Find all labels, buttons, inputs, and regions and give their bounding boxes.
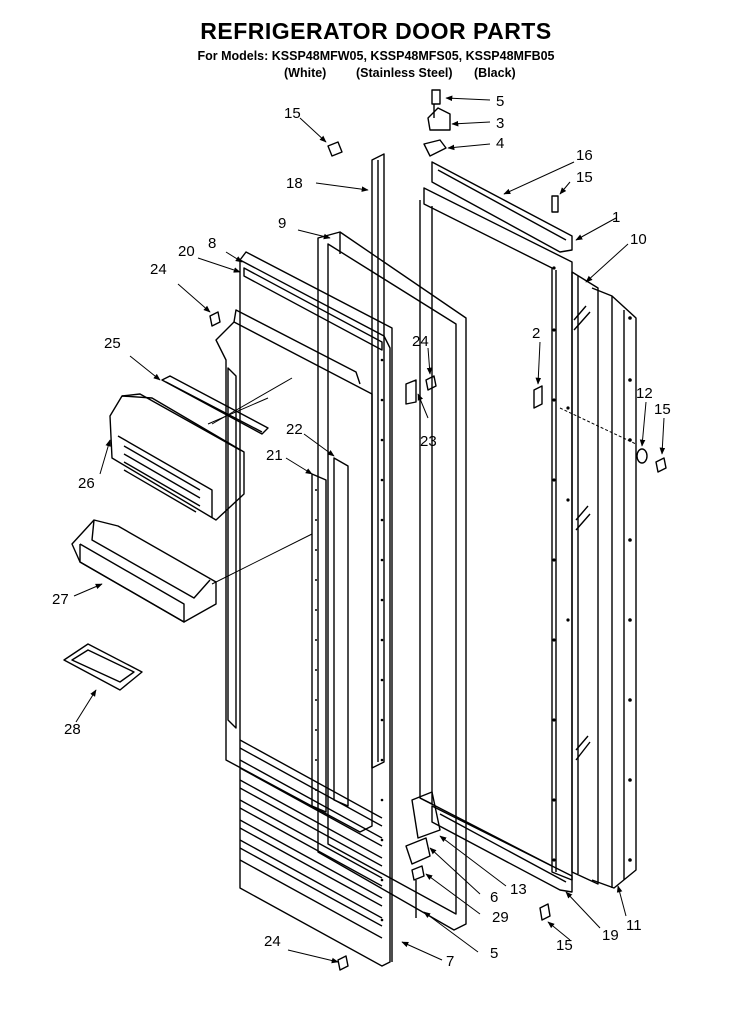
top-hinge-assembly (423, 89, 451, 157)
top-channel (431, 161, 573, 253)
shelf-strip (161, 375, 269, 435)
inner-door-liner (215, 251, 393, 967)
callout-24-bottom: 24 (264, 933, 281, 950)
screw-15-hinge (551, 195, 559, 213)
callout-labels: 1 2 3 4 5 5 6 7 8 9 10 11 12 13 15 15 15… (52, 93, 671, 970)
liner-frame (419, 187, 573, 881)
callout-1: 1 (612, 209, 620, 226)
callout-9: 9 (278, 215, 286, 232)
screw-24-top (209, 311, 221, 327)
washer (636, 448, 648, 464)
callout-24-mid: 24 (412, 333, 429, 350)
callout-5-top: 5 (496, 93, 504, 110)
page-title: REFRIGERATOR DOOR PARTS (200, 18, 552, 44)
callout-5-bottom: 5 (490, 945, 498, 962)
bottom-hinge-assembly (405, 791, 441, 918)
callout-3: 3 (496, 115, 504, 132)
callout-15-bottom: 15 (556, 937, 573, 954)
callout-12: 12 (636, 385, 653, 402)
callout-8: 8 (208, 235, 216, 252)
finish-white: (White) (284, 66, 327, 80)
door-gasket (317, 231, 467, 931)
callout-2: 2 (532, 325, 540, 342)
callout-23: 23 (420, 433, 437, 450)
callout-25: 25 (104, 335, 121, 352)
callout-18: 18 (286, 175, 303, 192)
egg-tray (63, 643, 143, 691)
shelf-bar-left (311, 473, 327, 813)
callout-15-top-right: 15 (576, 169, 593, 186)
finish-stainless: (Stainless Steel) (356, 66, 453, 80)
shelf-bar-right (333, 457, 349, 807)
callout-10: 10 (630, 231, 647, 248)
callout-29: 29 (492, 909, 509, 926)
glass-panel (571, 271, 599, 885)
leader-lines (73, 95, 666, 964)
callout-28: 28 (64, 721, 81, 738)
models-line: For Models: KSSP48MFW05, KSSP48MFS05, KS… (197, 49, 555, 63)
callout-7: 7 (446, 953, 454, 970)
screw-15-right (655, 457, 667, 473)
callout-16: 16 (576, 147, 593, 164)
callout-26: 26 (78, 475, 95, 492)
finish-black: (Black) (474, 66, 516, 80)
side-rail (371, 153, 385, 769)
callout-24-top: 24 (150, 261, 167, 278)
door-bin (71, 519, 217, 623)
callout-13: 13 (510, 881, 527, 898)
callout-21: 21 (266, 447, 283, 464)
screw-24-mid (425, 375, 437, 391)
callout-11: 11 (626, 917, 642, 934)
callout-15-top-left: 15 (284, 105, 301, 122)
callout-27: 27 (52, 591, 69, 608)
screw-15-bottom (539, 903, 551, 921)
screw-24-bottom (337, 955, 349, 971)
outer-door-panel (591, 287, 637, 889)
top-trim-strip (243, 267, 383, 351)
bottom-channel (431, 805, 573, 893)
callout-6: 6 (490, 889, 498, 906)
callout-19: 19 (602, 927, 619, 944)
callout-4: 4 (496, 135, 504, 152)
callout-20: 20 (178, 243, 195, 260)
callout-22: 22 (286, 421, 303, 438)
screw-15-top (327, 141, 343, 157)
door-stop (405, 379, 417, 405)
callout-15-right: 15 (654, 401, 671, 418)
bracket (533, 385, 543, 409)
dairy-bin-cover (109, 393, 245, 521)
